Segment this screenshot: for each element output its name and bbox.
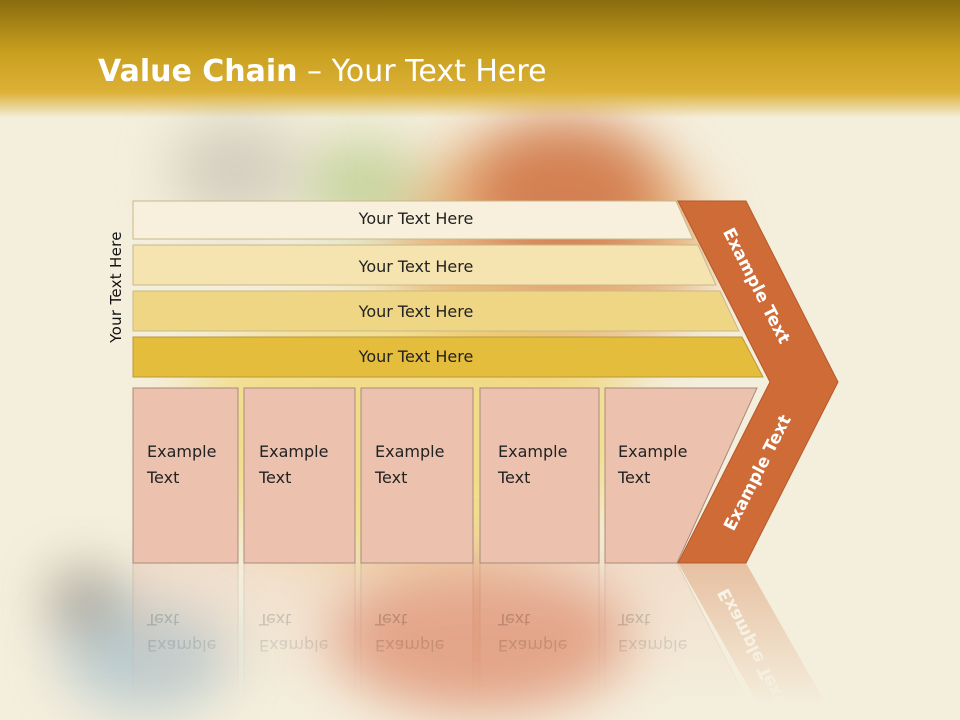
activity-box-4-line2: Text [498,468,531,487]
band-3 [132,290,740,332]
activity-box-5-label: Example Text [618,439,687,491]
band-4-label: Your Text Here [358,347,474,366]
reflection-shapes [132,563,838,720]
reflection-box-4-line2: Text [498,610,531,629]
reflection-box-5 [604,563,758,720]
reflection-box-2-label: Example Text [259,606,328,658]
header-band [0,0,960,118]
reflection-chevron [678,563,838,720]
activity-box-5 [604,387,758,564]
slide-title-bold: Value Chain [98,54,298,89]
reflection-box-1-line2: Text [147,610,180,629]
activity-box-4-line1: Example [498,442,568,461]
activity-box-1-line1: Example [147,442,217,461]
reflection-box-3-label: Example Text [375,606,444,658]
reflection-box-3-line2: Text [375,610,408,629]
activity-box-3-line2: Text [375,468,408,487]
reflection: Example Text Example Text Example Text E… [0,563,960,720]
band-3-label: Your Text Here [358,302,474,321]
reflection-box-2-line1: Example [259,636,329,655]
reflection-box-2-line2: Text [259,610,292,629]
reflection-box-3 [360,563,474,720]
activity-box-2-line2: Text [259,468,292,487]
activity-box-3-label: Example Text [375,439,444,491]
reflection-box-5-line1: Example [618,636,688,655]
activity-box-3 [360,387,474,564]
activity-box-4-label: Example Text [498,439,567,491]
reflection-box-1 [132,563,239,720]
reflection-box-3-line1: Example [375,636,445,655]
reflection-box-1-label: Example Text [147,606,216,658]
reflection-box-2 [243,563,356,720]
activity-box-1 [132,387,239,564]
activity-box-5-line2: Text [618,468,651,487]
band-1 [132,200,694,240]
reflection-box-5-label: Example Text [618,606,687,658]
slide-title: Value Chain – Your Text Here [98,54,547,89]
activity-box-2-line1: Example [259,442,329,461]
activity-box-3-line1: Example [375,442,445,461]
reflection-box-4 [479,563,600,720]
band-2-label: Your Text Here [358,257,474,276]
band-4 [132,336,764,378]
activity-box-1-label: Example Text [147,439,216,491]
activity-box-5-line1: Example [618,442,688,461]
reflection-box-1-line1: Example [147,636,217,655]
activity-box-2 [243,387,356,564]
background-splash-red-low [330,560,630,710]
band-1-label: Your Text Here [358,209,474,228]
band-2 [132,244,717,286]
activity-box-2-label: Example Text [259,439,328,491]
reflection-content: Example Text Example Text Example Text E… [0,563,960,720]
background-splash-ink [50,570,120,630]
reflection-box-4-label: Example Text [498,606,567,658]
reflection-box-4-line1: Example [498,636,568,655]
reflection-box-5-line2: Text [618,610,651,629]
slide-title-rest: – Your Text Here [297,54,547,89]
activity-box-1-line2: Text [147,468,180,487]
activity-box-4 [479,387,600,564]
margin-chevron [677,200,839,564]
